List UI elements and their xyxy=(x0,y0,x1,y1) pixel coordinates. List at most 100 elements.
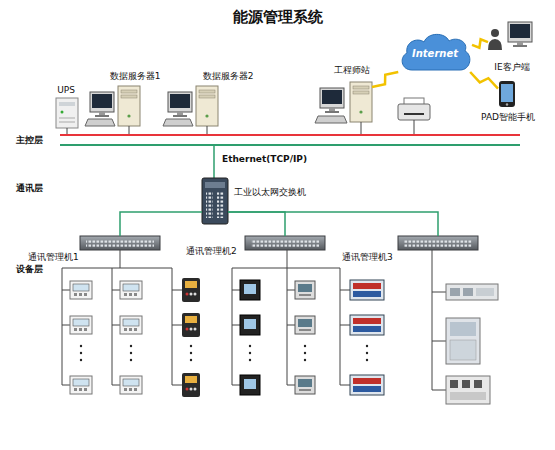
meter-icon xyxy=(120,376,142,394)
device-label: 通讯管理机1 xyxy=(28,252,79,263)
device-label: PAD智能手机 xyxy=(481,112,535,123)
device-wiring xyxy=(62,250,172,385)
switch-icon xyxy=(205,182,225,188)
device-wiring xyxy=(172,290,182,385)
meter-icon xyxy=(182,278,200,302)
layer-label: 主控层 xyxy=(16,135,43,146)
network-cable xyxy=(120,212,202,236)
ellipsis-dots xyxy=(80,359,82,361)
switch-icon xyxy=(217,192,224,218)
bus-drop xyxy=(67,128,68,135)
ellipsis-dots xyxy=(80,345,368,361)
meter-icon xyxy=(70,278,384,397)
ellipsis-dots xyxy=(80,352,82,354)
manager-icon xyxy=(404,239,472,247)
device-wiring xyxy=(232,250,340,385)
meter-icon xyxy=(295,376,315,394)
network-cable xyxy=(228,212,285,236)
ups-icon xyxy=(59,122,75,123)
switch-icon xyxy=(202,178,228,224)
ellipsis-dots xyxy=(130,345,132,347)
meter-icon xyxy=(70,316,92,334)
manager-icon xyxy=(398,236,478,250)
ups-icon xyxy=(59,118,75,119)
ellipsis-dots xyxy=(190,352,192,354)
device-wiring xyxy=(112,290,120,385)
meter-icon xyxy=(120,316,142,334)
ellipsis-dots xyxy=(249,345,251,347)
ellipsis-dots xyxy=(130,359,132,361)
printer-icon xyxy=(398,98,430,120)
ellipsis-dots xyxy=(366,352,368,354)
phone-node: PAD智能手机 xyxy=(498,80,516,108)
ellipsis-dots xyxy=(80,345,82,347)
manager-icon xyxy=(80,236,478,250)
wireless-link xyxy=(472,39,488,47)
bus-green xyxy=(60,144,520,146)
client-icon xyxy=(491,29,499,37)
cabinet-icon xyxy=(446,284,498,404)
meter-icon xyxy=(70,376,92,394)
server-icon xyxy=(163,86,218,126)
bus-drop xyxy=(361,122,362,135)
device-label: IE客户端 xyxy=(494,62,529,73)
server-icon xyxy=(85,119,115,126)
layer-label: 设备层 xyxy=(16,264,43,275)
cabinet-icon xyxy=(450,392,486,400)
ellipsis-dots xyxy=(249,359,251,361)
device-wiring xyxy=(62,290,70,385)
device-wiring xyxy=(432,250,446,390)
manager-icon xyxy=(251,239,319,247)
cabinet-icon xyxy=(450,322,476,336)
ellipsis-dots xyxy=(366,345,368,347)
server-icon xyxy=(90,92,114,117)
cabinet-icon xyxy=(476,288,494,296)
server-icon xyxy=(163,119,193,126)
ellipsis-dots xyxy=(190,345,192,347)
device-label: 工程师站 xyxy=(334,65,370,76)
manager-icon xyxy=(86,239,154,247)
workstation-icon xyxy=(350,82,372,122)
client-node: IE客户端 xyxy=(488,18,538,58)
server-node: 数据服务器1 xyxy=(86,86,142,128)
meter-icon xyxy=(182,373,200,397)
wireless-link xyxy=(372,72,398,87)
bus-drop xyxy=(129,126,130,135)
manager-icon xyxy=(245,236,325,250)
meter-icon xyxy=(120,281,142,299)
meter-icon xyxy=(295,316,315,334)
client-icon xyxy=(488,22,532,50)
switch-icon xyxy=(202,178,228,224)
network-cable xyxy=(228,212,438,236)
ellipsis-dots xyxy=(190,359,192,361)
cabinet-icon xyxy=(450,288,460,296)
ellipsis-dots xyxy=(304,345,306,347)
device-label: 通讯管理机2 xyxy=(186,246,237,257)
diagram-title: 能源管理系统 xyxy=(0,8,555,26)
ellipsis-dots xyxy=(304,359,306,361)
ellipsis-dots xyxy=(249,352,251,354)
device-wiring xyxy=(287,290,295,385)
manager-node: 通讯管理机2 xyxy=(245,236,325,250)
ups-node: UPS xyxy=(56,98,78,128)
bus-drop xyxy=(207,126,208,135)
client-icon xyxy=(488,39,502,50)
wireless-link xyxy=(470,72,498,89)
meter-icon xyxy=(240,375,260,395)
cabinet-icon xyxy=(463,288,473,296)
client-icon xyxy=(508,22,532,47)
cabinet-icon xyxy=(446,284,498,300)
meter-icon xyxy=(350,280,384,300)
bus-red xyxy=(60,134,520,136)
workstation-icon xyxy=(315,116,347,123)
workstation-icon xyxy=(315,82,372,123)
cabinet-icon xyxy=(450,340,476,360)
device-label: 通讯管理机3 xyxy=(342,252,393,263)
meter-icon xyxy=(350,375,384,395)
phone-icon xyxy=(499,81,515,107)
device-label: UPS xyxy=(57,85,75,96)
bus-drop xyxy=(67,120,414,135)
